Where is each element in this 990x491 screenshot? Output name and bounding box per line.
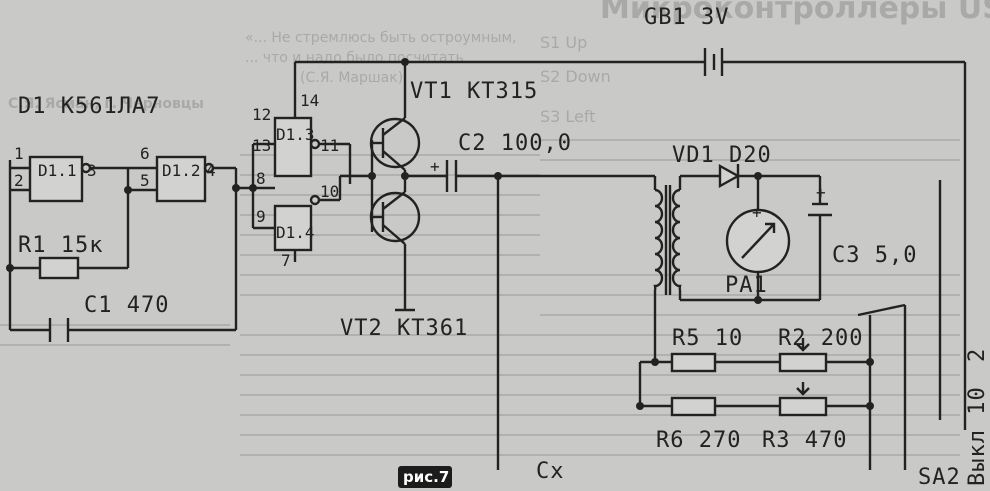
svg-text:D1.4: D1.4 xyxy=(276,223,315,242)
pa1-label: PA1 xyxy=(725,273,768,298)
svg-text:7: 7 xyxy=(281,251,291,270)
svg-text:14: 14 xyxy=(300,91,319,110)
component-labels: D1 K561ЛА7 GB1 3V VT1 KT315 VT2 KT361 C1… xyxy=(18,5,990,490)
vt2-label: VT2 KT361 xyxy=(340,316,468,341)
c3-label: C3 5,0 xyxy=(832,243,917,268)
bg-table-row-1: S1 Up xyxy=(540,33,587,52)
r1-label: R1 15к xyxy=(18,233,103,258)
r3-body xyxy=(778,396,828,417)
pa1-plus: + xyxy=(752,203,762,222)
bg-quote-2: ... что и надо было посчитать xyxy=(245,50,464,66)
svg-text:D1.2: D1.2 xyxy=(162,161,201,180)
svg-text:6: 6 xyxy=(140,144,150,163)
svg-text:13: 13 xyxy=(252,136,271,155)
wires xyxy=(8,60,967,470)
bg-quote-1: «... Не стремлюсь быть остроумным, xyxy=(245,30,516,46)
battery-label: GB1 3V xyxy=(644,5,729,30)
svg-text:5: 5 xyxy=(140,171,150,190)
meter-pa1 xyxy=(725,208,791,274)
bg-table-row-2: S2 Down xyxy=(540,67,611,86)
bg-table-row-3: S3 Left xyxy=(540,107,596,126)
diode-vd1 xyxy=(718,163,741,189)
background-text: Микроконтроллеры USB. Задача 9 «... Не с… xyxy=(0,0,990,456)
bg-quote-author: (С.Я. Маршак) xyxy=(300,70,403,86)
svg-text:9: 9 xyxy=(256,207,266,226)
r3-label: R3 470 xyxy=(762,428,847,453)
switch-pos2-label: 2 xyxy=(965,348,990,362)
r5-body xyxy=(670,352,717,373)
r2-body xyxy=(778,352,828,373)
svg-text:12: 12 xyxy=(252,105,271,124)
svg-text:D1.3: D1.3 xyxy=(276,125,315,144)
bg-text-lines xyxy=(0,139,960,456)
svg-text:2: 2 xyxy=(14,171,24,190)
bg-author: С.Я. Ясман, г. Черновцы xyxy=(8,96,204,112)
passive-parts xyxy=(38,48,832,417)
c2-label: C2 100,0 xyxy=(458,131,572,156)
chip-label: D1 K561ЛА7 xyxy=(18,94,160,119)
bg-title: Микроконтроллеры USB. Задача 9 xyxy=(600,0,990,26)
svg-text:10: 10 xyxy=(320,182,339,201)
switch-off-label: Выкл 10 xyxy=(965,386,990,486)
gate-d1-3: D1.3 xyxy=(273,116,321,178)
transformer xyxy=(653,176,682,295)
r5-label: R5 10 xyxy=(672,326,743,351)
vt1-label: VT1 KT315 xyxy=(410,79,538,104)
figure-badge: рис.7 xyxy=(398,466,452,488)
svg-text:1: 1 xyxy=(14,144,24,163)
figure-label: рис.7 xyxy=(403,468,449,486)
gate-d1-4: D1.4 xyxy=(273,194,321,252)
svg-text:D1.1: D1.1 xyxy=(38,161,77,180)
vd1-label: VD1 D20 xyxy=(672,143,772,168)
svg-text:4: 4 xyxy=(206,161,216,180)
sa2-label: SA2 xyxy=(918,465,961,490)
gate-d1-1: D1.1 xyxy=(28,155,92,203)
c1-label: C1 470 xyxy=(84,293,169,318)
svg-text:8: 8 xyxy=(256,169,266,188)
gate-d1-2: D1.2 xyxy=(155,155,215,203)
r6-label: R6 270 xyxy=(656,428,741,453)
junction-dots xyxy=(6,58,874,410)
c2-plus: + xyxy=(430,157,440,176)
r1-body xyxy=(38,256,80,280)
pin-numbers: 1 2 3 4 5 6 7 8 9 10 11 12 13 14 xyxy=(14,91,339,270)
svg-text:11: 11 xyxy=(320,136,339,155)
svg-text:3: 3 xyxy=(87,161,97,180)
r6-body xyxy=(670,396,717,417)
c3-plus: + xyxy=(816,183,826,202)
cx-label: Cx xyxy=(536,459,565,484)
r2-label: R2 200 xyxy=(778,326,863,351)
